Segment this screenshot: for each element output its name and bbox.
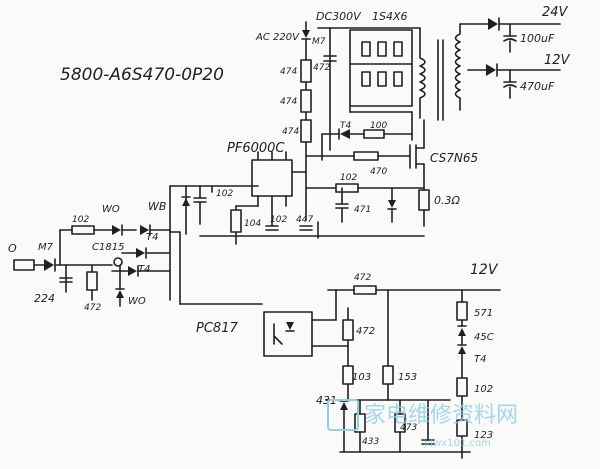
label-102-r: 102	[72, 215, 89, 225]
watermark: 家电维修资料网 jdwx101.com	[327, 399, 518, 449]
label-wo: WO	[102, 204, 120, 215]
label-104: 104	[244, 219, 261, 229]
feedback-section: 12V 472 571 45C T4 102 123 PC817 472	[196, 262, 501, 459]
label-wo-2: WO	[128, 296, 146, 307]
input-section: O M7 224 102 WO WB C1815 T4 T4	[8, 200, 263, 313]
label-m7-left: M7	[38, 242, 54, 253]
label-102-c: 102	[270, 215, 287, 225]
label-t4-low: T4	[138, 264, 150, 275]
label-447: 447	[296, 215, 313, 225]
label-102-mid: 102	[340, 173, 357, 183]
secondary-outputs: 24V 100uF 12V 470uF	[454, 5, 571, 111]
label-ac-220v: AC 220V	[255, 32, 300, 43]
watermark-logo	[327, 399, 359, 431]
bridge-rectifier	[349, 29, 413, 107]
label-12v-top: 12V	[544, 53, 571, 68]
transformer-secondary	[454, 23, 461, 111]
label-100uf: 100uF	[520, 32, 555, 45]
label-472-center: 472	[354, 273, 371, 283]
label-m7-top: M7	[312, 37, 326, 47]
transistor-c1815	[113, 257, 123, 267]
label-470uf: 470uF	[520, 80, 555, 93]
label-472-left: 472	[84, 303, 101, 313]
ac-input-chain: AC 220V M7 474 474 474	[255, 21, 326, 163]
label-431: 431	[316, 394, 337, 407]
label-103: 103	[352, 372, 371, 383]
label-cs7n65: CS7N65	[430, 151, 478, 165]
label-470: 470	[370, 167, 387, 177]
label-102-cap: 102	[216, 189, 233, 199]
label-433: 433	[362, 437, 379, 447]
label-pf6000c: PF6000C	[227, 141, 285, 156]
label-24v: 24V	[542, 5, 569, 20]
label-123: 123	[474, 430, 493, 441]
watermark-url: jdwx101.com	[423, 438, 491, 449]
board-title: 5800-A6S470-0P20	[60, 65, 224, 85]
label-12v-out: 12V	[470, 262, 499, 278]
label-153: 153	[398, 372, 417, 383]
bridge-and-rail: DC300V 1S4X6 472	[313, 10, 444, 151]
optocoupler-pc817	[263, 311, 313, 357]
diode-24v	[488, 18, 498, 30]
transformer-primary	[419, 27, 426, 119]
label-472-top: 472	[313, 63, 330, 73]
label-45c: 45C	[474, 332, 494, 343]
label-472-right: 472	[356, 326, 375, 337]
diode-m7-top	[302, 30, 310, 38]
label-dc300v: DC300V	[316, 10, 362, 23]
label-571: 571	[474, 308, 493, 319]
startup-network: 102 104 102 447	[169, 185, 425, 245]
label-473: 473	[400, 423, 417, 433]
label-471: 471	[354, 205, 371, 215]
label-c1815: C1815	[92, 242, 124, 253]
label-474-a: 474	[280, 67, 297, 77]
diode-m7-left	[44, 259, 54, 271]
watermark-text: 家电维修资料网	[364, 403, 518, 428]
label-pc817: PC817	[196, 321, 238, 336]
label-t4-right: T4	[474, 354, 486, 365]
label-474-b: 474	[280, 97, 297, 107]
label-224: 224	[34, 292, 55, 305]
label-100: 100	[370, 121, 387, 131]
label-474-c: 474	[282, 127, 299, 137]
diode-12v	[486, 64, 496, 76]
label-t4-mid: T4	[146, 232, 158, 243]
label-terminal-o: O	[8, 242, 17, 255]
label-0-3-ohm: 0.3Ω	[434, 194, 460, 207]
label-102-right: 102	[474, 384, 493, 395]
pwm-section: PF6000C T4 100 470 CS7N65 0.3Ω	[227, 119, 478, 227]
label-wb: WB	[148, 200, 166, 213]
label-1s4x6: 1S4X6	[372, 10, 408, 23]
label-t4-top: T4	[340, 121, 351, 131]
